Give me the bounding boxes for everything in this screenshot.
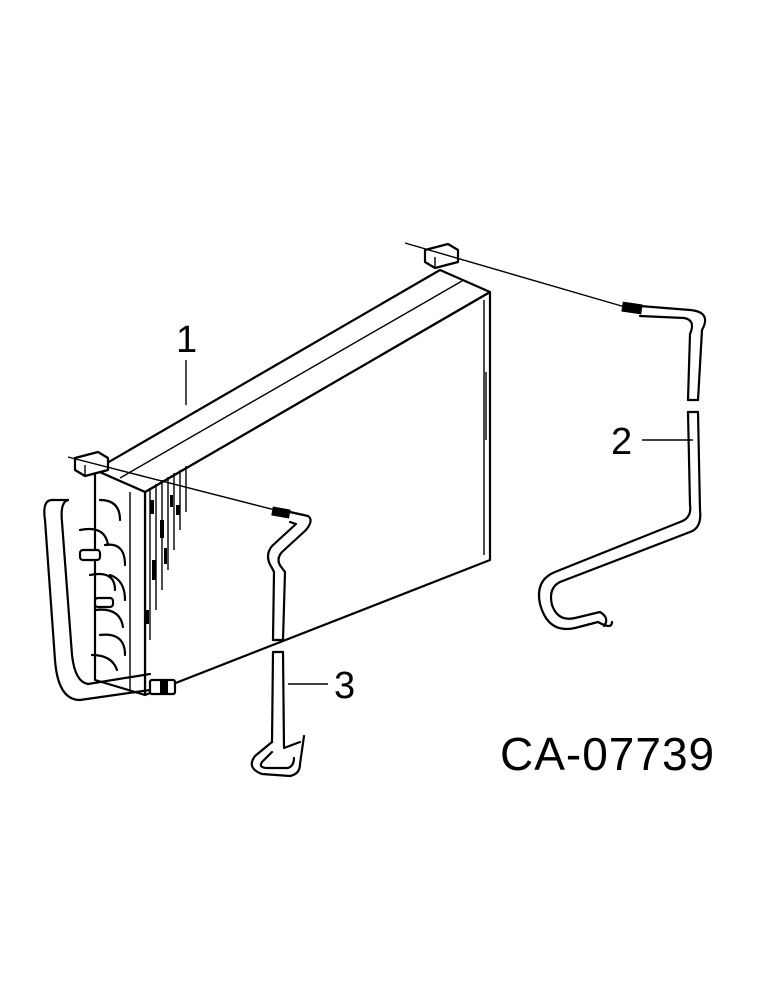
evaporator-core	[93, 268, 492, 697]
tube-part-3	[250, 506, 312, 778]
callout-label-2: 2	[611, 421, 632, 463]
tube-part-2	[537, 301, 707, 631]
callout-label-3: 3	[334, 665, 355, 707]
side-tube	[43, 498, 177, 702]
mounting-bracket-rear	[423, 242, 460, 270]
alignment-lines	[67, 242, 626, 511]
drawing-code: CA-07739	[500, 728, 715, 780]
callout-3: 3	[288, 665, 355, 707]
mounting-bracket-front	[73, 450, 110, 478]
callout-2: 2	[611, 421, 693, 463]
return-bends	[78, 498, 127, 672]
callout-1: 1	[176, 319, 197, 405]
core-fins	[145, 466, 187, 640]
callout-label-1: 1	[176, 319, 197, 361]
